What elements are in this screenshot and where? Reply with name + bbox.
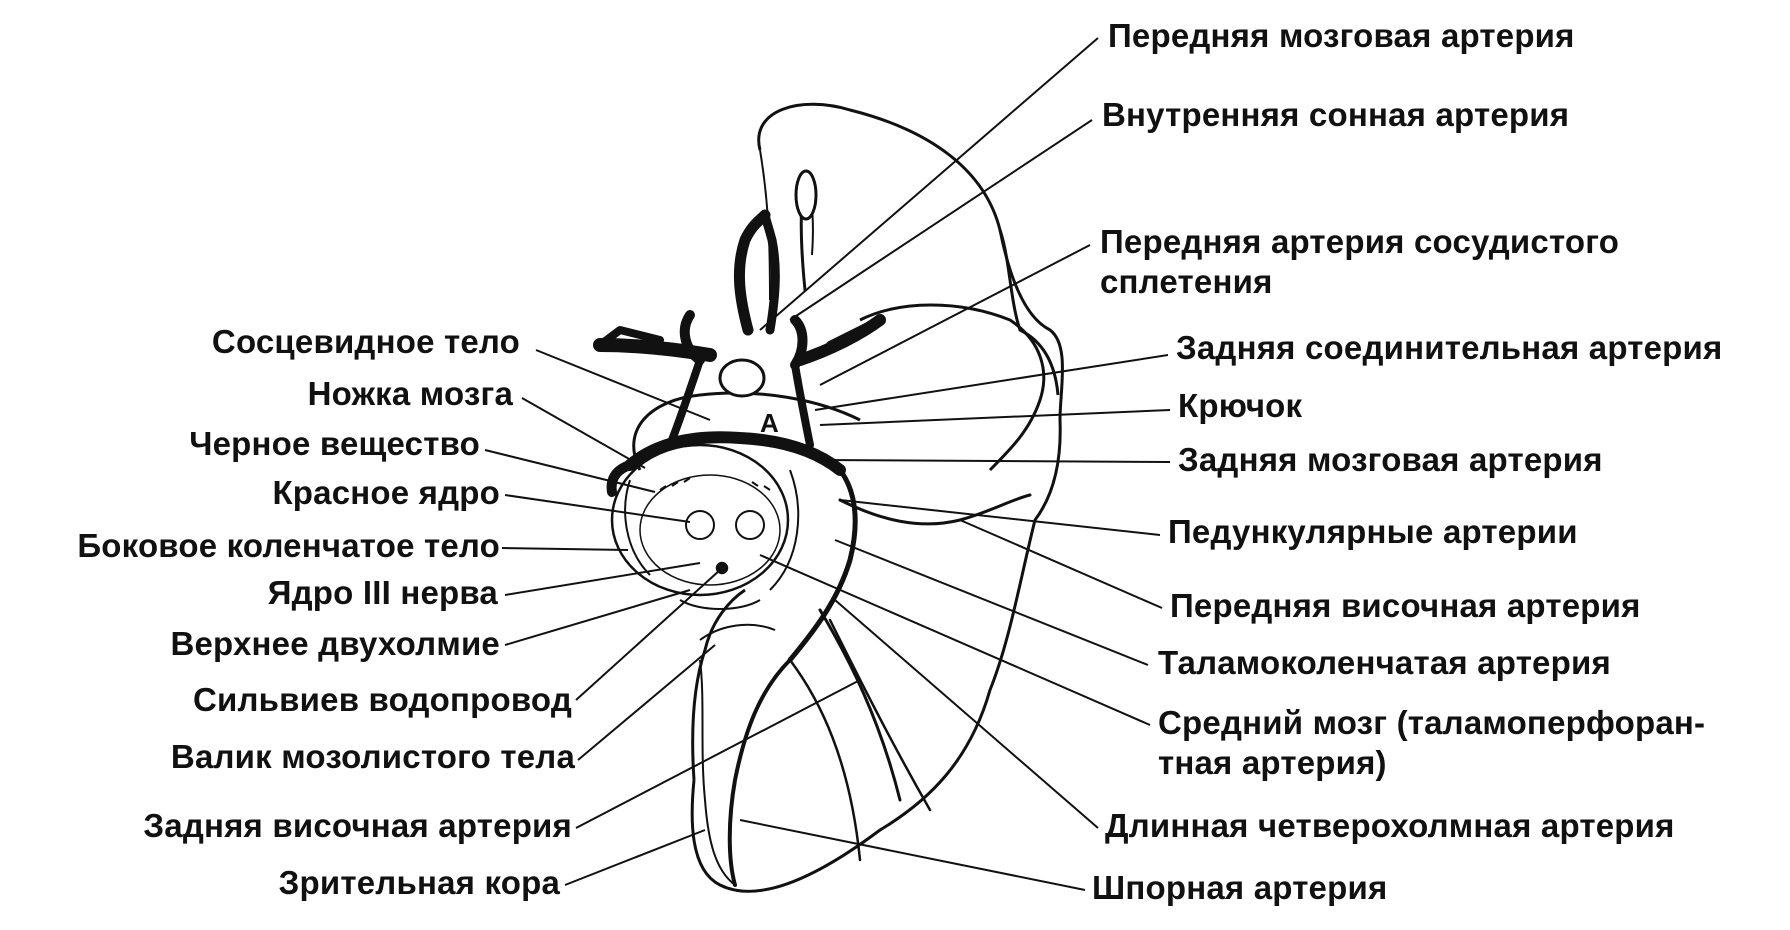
olfactory-bulb	[794, 169, 818, 221]
colliculus-arc	[679, 599, 761, 610]
inner-contour	[998, 229, 1060, 396]
hemisphere-contour	[690, 102, 1064, 893]
label-calcarine: Шпорная артерия	[1092, 869, 1388, 906]
leader-superior-colliculus	[504, 589, 691, 646]
leader-red-nucleus	[504, 494, 691, 523]
red-nucleus-right	[735, 510, 765, 540]
label-long-quadrigeminal: Длинная четверохолмная артерия	[1105, 807, 1675, 844]
calcarine-course	[727, 658, 792, 887]
splenium-curve	[699, 623, 776, 641]
posterior-communicating-left	[666, 356, 704, 449]
leader-lines-left	[484, 349, 861, 886]
label-posterior-cerebral: Задняя мозговая артерия	[1178, 441, 1603, 478]
posterior-cerebral-ring	[624, 431, 846, 476]
leader-anterior-choroidal	[819, 244, 1091, 386]
posterior-cerebral-left-end	[606, 460, 635, 497]
label-internal-carotid: Внутренняя сонная артерия	[1102, 96, 1570, 133]
optic-wing-left	[596, 326, 664, 349]
leader-long-quadrigeminal	[834, 599, 1099, 829]
occipital-tail	[691, 588, 746, 781]
posterior-temporal-branch	[788, 658, 862, 862]
leader-posterior-cerebral	[819, 459, 1171, 463]
leader-oculomotor-nucleus	[504, 562, 701, 596]
label-uncus: Крючок	[1178, 387, 1303, 424]
label-posterior-communicating: Задняя соединительная артерия	[1176, 329, 1723, 366]
pituitary	[718, 358, 766, 398]
peduncle-arc-left	[624, 479, 651, 576]
label-midbrain-line1: Средний мозг (таламоперфоран-	[1158, 704, 1706, 741]
anterior-cerebral-right	[760, 210, 780, 335]
midbrain-inner	[639, 474, 781, 586]
label-splenium: Валик мозолистого тела	[170, 738, 575, 775]
temporal-pole	[632, 391, 861, 471]
label-anterior-choroidal-line1: Передняя артерия сосудистого	[1100, 223, 1620, 260]
middle-cerebral-left	[593, 338, 717, 362]
label-anterior-choroidal: Передняя артерия сосудистого сплетения	[1100, 222, 1740, 302]
label-peduncular: Педункулярные артерии	[1168, 513, 1578, 550]
leader-visual-cortex	[564, 829, 706, 886]
leader-aqueduct	[575, 569, 721, 701]
label-cerebral-peduncle: Ножка мозга	[307, 375, 513, 412]
leader-posterior-communicating	[814, 354, 1169, 411]
uncus-contour	[859, 303, 1046, 472]
leader-cerebral-peduncle	[521, 397, 646, 469]
substantia-nigra-hatch	[659, 477, 771, 491]
peduncle-arc-right	[769, 469, 800, 591]
leader-internal-carotid	[789, 119, 1093, 321]
leader-peduncular	[839, 499, 1161, 536]
leader-splenium	[577, 644, 716, 761]
midbrain-outer	[610, 443, 790, 597]
brain-outline	[632, 102, 1064, 893]
parieto-occipital-branch	[828, 618, 932, 812]
label-oculomotor-nucleus: Ядро III нерва	[267, 574, 498, 611]
carotid-left	[679, 310, 705, 365]
leader-calcarine	[739, 819, 1086, 891]
label-midbrain: Средний мозг (таламоперфоран- тная артер…	[1158, 703, 1778, 783]
leader-substantia-nigra	[484, 449, 656, 493]
label-aqueduct: Сильвиев водопровод	[193, 681, 572, 718]
posterior-cerebral-right-course	[787, 467, 858, 663]
label-superior-colliculus: Верхнее двухолмие	[170, 625, 500, 662]
anterior-cerebral-left	[733, 209, 771, 336]
leader-uncus	[819, 409, 1171, 426]
label-thalamogeniculate: Таламоколенчатая артерия	[1158, 644, 1611, 681]
posterior-communicating-right	[791, 361, 814, 449]
inset-letter-a: A	[760, 408, 779, 438]
label-midbrain-line2: тная артерия)	[1158, 744, 1387, 781]
label-anterior-choroidal-line2: сплетения	[1100, 263, 1273, 300]
label-substantia-nigra: Черное вещество	[189, 425, 480, 462]
leader-anterior-temporal	[959, 519, 1163, 609]
leader-midbrain	[759, 554, 1151, 726]
optic-wing-right	[826, 316, 884, 349]
leader-mammillary	[535, 349, 711, 421]
label-red-nucleus: Красное ядро	[272, 474, 500, 511]
temporal-branch	[838, 493, 1032, 526]
visual-cortex-strip	[699, 659, 736, 886]
label-lateral-geniculate: Боковое коленчатое тело	[77, 527, 500, 564]
label-anterior-cerebral: Передняя мозговая артерия	[1108, 17, 1575, 54]
arteries	[593, 169, 1032, 887]
red-nucleus-left	[685, 510, 715, 540]
leader-lines-right	[739, 37, 1171, 891]
label-mammillary: Сосцевидное тело	[211, 323, 520, 360]
label-anterior-temporal: Передняя височная артерия	[1170, 587, 1641, 624]
long-quadrigeminal-course	[818, 608, 902, 802]
label-visual-cortex: Зрительная кора	[278, 864, 560, 901]
leader-thalamogeniculate	[834, 539, 1149, 666]
leader-lateral-geniculate	[501, 547, 629, 551]
leader-posterior-temporal	[575, 679, 861, 829]
leader-anterior-cerebral	[759, 37, 1099, 331]
carotid-right	[790, 315, 808, 370]
label-posterior-temporal: Задняя височная артерия	[143, 807, 572, 844]
